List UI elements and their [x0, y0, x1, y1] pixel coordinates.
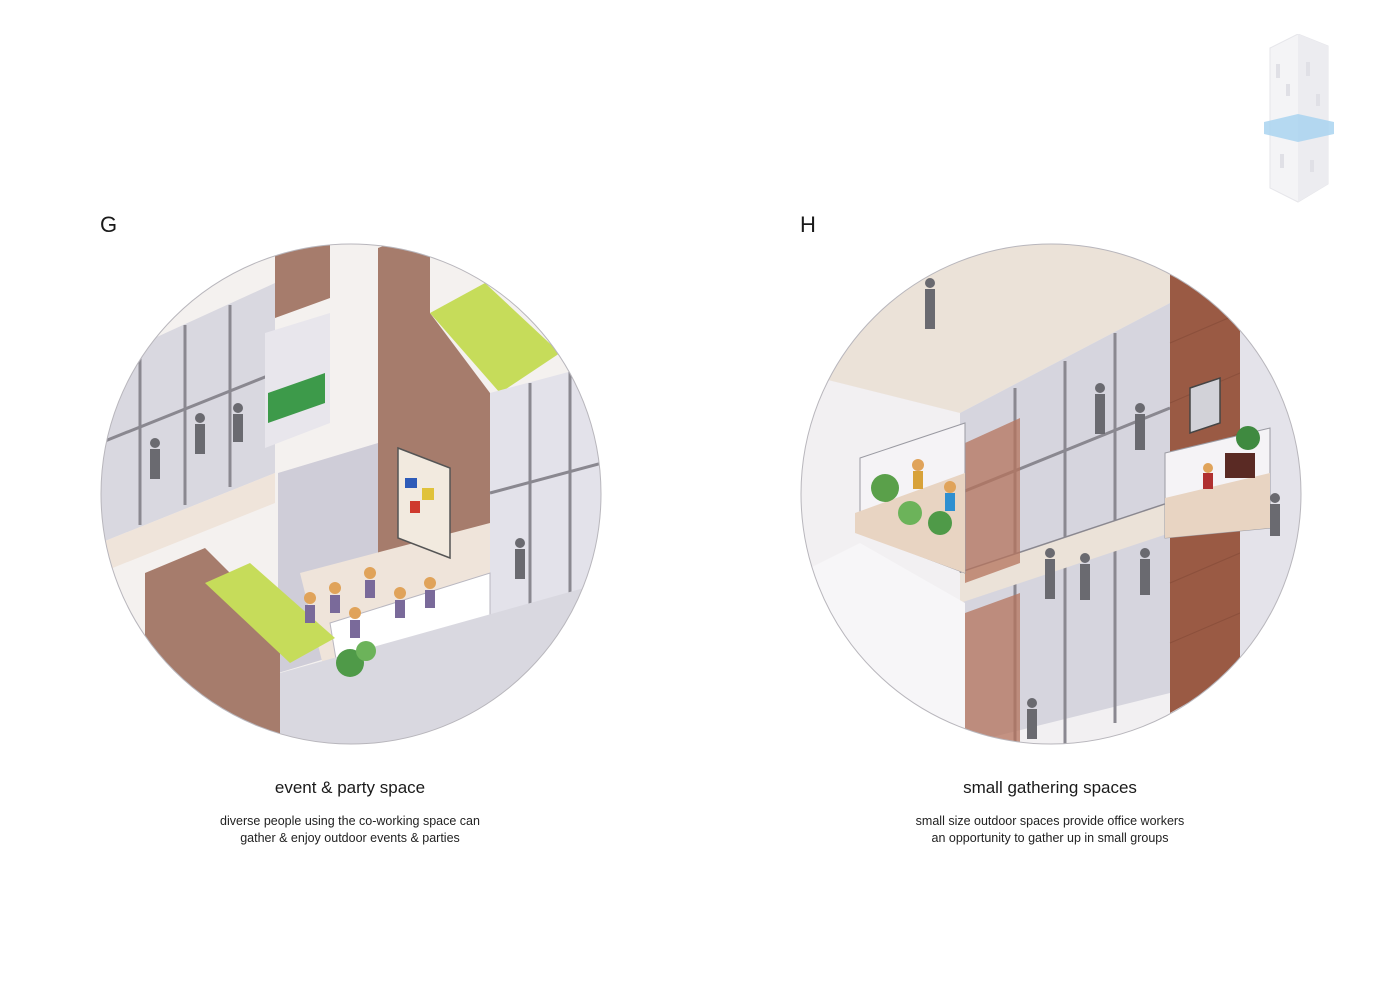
panel-g-description-line: diverse people using the co-working spac…: [220, 814, 480, 828]
panel-g-illustration: [100, 243, 602, 745]
panel-g-letter: G: [100, 212, 118, 237]
panel-h-title: small gathering spaces: [963, 778, 1137, 797]
panel-h-illustration: [800, 243, 1302, 745]
panel-g-description-line: gather & enjoy outdoor events & parties: [240, 831, 460, 845]
panel-g-description: diverse people using the co-working spac…: [140, 813, 560, 847]
panel-h-description-line: an opportunity to gather up in small gro…: [931, 831, 1169, 845]
tower-key-plan-icon: [1262, 33, 1336, 204]
panel-h-description-line: small size outdoor spaces provide office…: [915, 814, 1185, 828]
panel-h-letter: H: [800, 212, 816, 237]
panel-h-description: small size outdoor spaces provide office…: [840, 813, 1260, 847]
panel-g-title: event & party space: [274, 778, 426, 797]
